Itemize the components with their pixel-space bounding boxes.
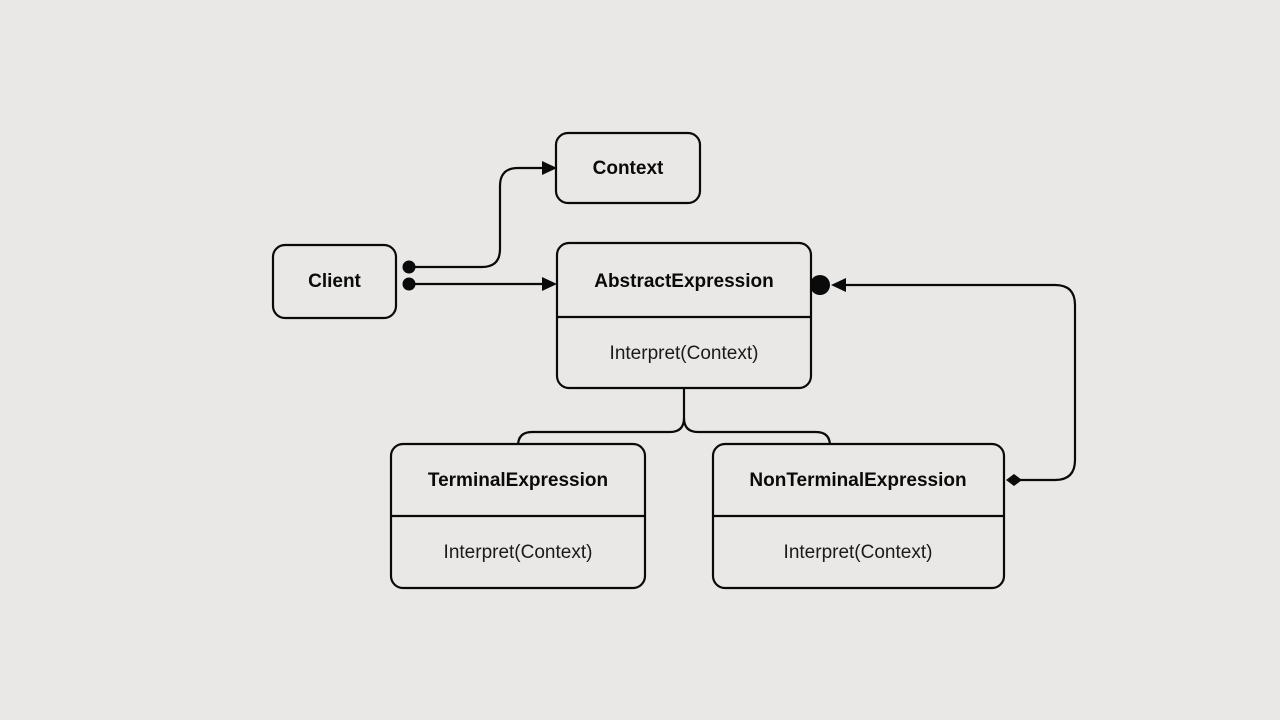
filled-circle-marker <box>810 275 830 295</box>
filled-circle-marker <box>402 260 416 274</box>
edge-generalization-tree[interactable] <box>516 388 832 447</box>
edge-client-to-abstract-expression[interactable] <box>402 277 558 291</box>
edge-client-to-context[interactable] <box>402 161 558 274</box>
client-title: Client <box>308 271 361 292</box>
node-context[interactable]: Context <box>554 131 702 205</box>
arrowhead-marker <box>831 278 846 292</box>
filled-circle-marker <box>402 277 416 291</box>
generalization-branch-nonterminal <box>682 417 832 447</box>
node-terminal-expression[interactable]: TerminalExpression Interpret(Context) <box>389 442 647 590</box>
filled-diamond-marker <box>1006 474 1022 486</box>
client-context-edge-path <box>412 166 551 269</box>
node-nonterminal-expression[interactable]: NonTerminalExpression Interpret(Context) <box>711 442 1006 590</box>
terminal-expression-title: TerminalExpression <box>428 470 608 491</box>
abstract-expression-box <box>555 241 813 390</box>
arrowhead-marker <box>542 277 557 291</box>
context-title: Context <box>593 158 664 179</box>
arrowhead-marker <box>542 161 557 175</box>
context-box <box>554 131 702 205</box>
client-box <box>271 243 398 320</box>
node-abstract-expression[interactable]: AbstractExpression Interpret(Context) <box>555 241 813 390</box>
generalization-branch-terminal <box>516 417 686 447</box>
aggregation-edge-path <box>845 283 1077 482</box>
nonterminal-expression-operation: Interpret(Context) <box>784 542 933 563</box>
abstract-expression-title: AbstractExpression <box>594 271 774 292</box>
nonterminal-expression-title: NonTerminalExpression <box>749 470 966 491</box>
abstract-expression-operation: Interpret(Context) <box>610 343 759 364</box>
edge-nonterminal-aggregates-abstract[interactable] <box>810 275 1077 486</box>
terminal-expression-operation: Interpret(Context) <box>444 542 593 563</box>
node-client[interactable]: Client <box>271 243 398 320</box>
